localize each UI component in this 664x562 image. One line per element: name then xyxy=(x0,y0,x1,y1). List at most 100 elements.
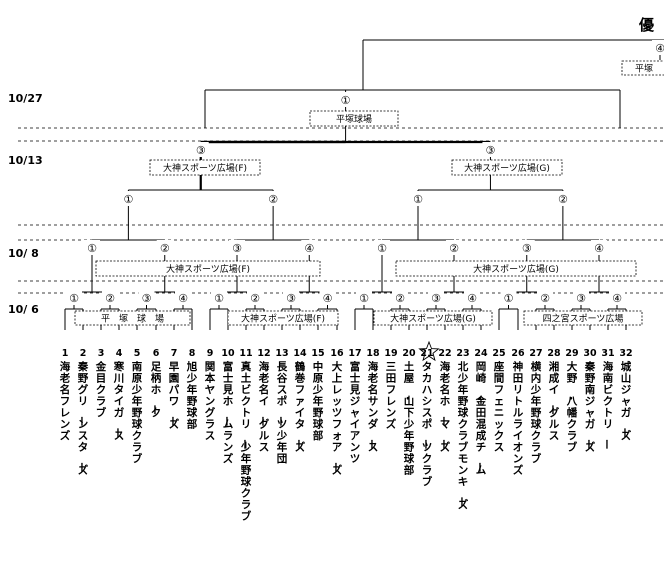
r32-game-no: ① xyxy=(359,292,369,305)
team-name: 富士見ジャイアンツ xyxy=(349,360,361,465)
team-number: 9 xyxy=(207,348,214,359)
team-number: 31 xyxy=(601,348,614,359)
team-number: 20 xyxy=(402,348,416,359)
team-number: 7 xyxy=(171,348,178,359)
team-number: 4 xyxy=(116,348,123,359)
venue-r32-d-box xyxy=(523,310,643,326)
r16-game-no: ③ xyxy=(522,242,532,255)
team-name: 富士見ホームランズ xyxy=(220,360,234,465)
team-number: 11 xyxy=(239,348,252,359)
team-name: 大野・八幡クラブ xyxy=(564,360,578,454)
team-name: 土屋・山下少年野球部 xyxy=(401,360,415,477)
r16-game-no-bg xyxy=(518,240,535,255)
team-name: 寒川タイガース xyxy=(111,360,125,442)
team-name: 南原少年野球クラブ xyxy=(131,360,143,465)
qf-game-no-bg xyxy=(410,191,426,206)
r32-game-no-bg xyxy=(573,290,589,305)
team-name: 湘成イーグルス xyxy=(546,360,560,442)
team-name: タカハシスポーツクラブ xyxy=(419,361,433,488)
qf-game-no: ② xyxy=(268,193,278,206)
team-number: 1 xyxy=(62,348,69,359)
team-number: 22 xyxy=(438,348,451,359)
team-number: 26 xyxy=(511,348,525,359)
r32-game-no-bg xyxy=(66,290,82,305)
venue-qf-right: 大神スポーツ広場(G) xyxy=(464,162,550,174)
r16-game-no: ① xyxy=(87,242,97,255)
team-name: 大上レッツフォアーズ xyxy=(329,360,343,477)
team-number: 17 xyxy=(348,348,361,359)
r32-game-no-bg xyxy=(464,290,480,305)
team-number: 13 xyxy=(275,348,288,359)
team-name: 海老名ホーマーズ xyxy=(437,360,451,454)
team-name: 城山ジャガーズ xyxy=(618,360,632,442)
team-number: 23 xyxy=(456,348,469,359)
r32-game-no-bg xyxy=(428,290,444,305)
team-number: 24 xyxy=(474,348,488,359)
team-number: 15 xyxy=(311,348,324,359)
venue-final-box xyxy=(621,60,664,76)
r16-game-no: ② xyxy=(449,242,459,255)
champion-game-no-bg xyxy=(652,40,664,55)
venue-r16-right-box xyxy=(395,260,637,277)
r32-game-no: ④ xyxy=(467,292,477,305)
semi-game-no-left-bg xyxy=(192,142,209,157)
r16-game-no: ③ xyxy=(232,242,242,255)
r32-game-no-bg xyxy=(392,290,408,305)
r16-game-no: ① xyxy=(377,242,387,255)
r32-game-no: ④ xyxy=(323,292,333,305)
qf-game-no: ① xyxy=(123,193,133,206)
team-number: 6 xyxy=(153,348,160,359)
team-number: 29 xyxy=(565,348,578,359)
team-number: 16 xyxy=(330,348,344,359)
venue-semi: 平塚球場 xyxy=(336,113,372,125)
team-name: 早園パワーズ xyxy=(166,361,180,431)
r32-game-no: ③ xyxy=(576,292,586,305)
r32-game-no-bg xyxy=(319,290,336,305)
r32-game-no-bg xyxy=(609,290,625,305)
team-number: 10 xyxy=(221,348,235,359)
r32-game-no-bg xyxy=(211,290,227,305)
r32-game-no: ④ xyxy=(178,292,188,305)
qf-game-no-bg xyxy=(265,191,282,206)
r32-game-no-bg xyxy=(247,290,263,305)
r32-game-no: ② xyxy=(105,292,115,305)
r16-game-no-bg xyxy=(591,240,607,255)
venue-r16-left: 大神スポーツ広場(F) xyxy=(166,263,250,275)
r32-game-no: ② xyxy=(250,292,260,305)
r32-game-no-bg xyxy=(175,290,191,305)
venue-r16-right: 大神スポーツ広場(G) xyxy=(473,263,559,275)
r16-game-no: ④ xyxy=(304,242,314,255)
team-number: 28 xyxy=(547,348,561,359)
r32-game-no: ① xyxy=(214,292,224,305)
r16-game-no-bg xyxy=(156,240,173,255)
team-name: 座間フェニックス xyxy=(493,360,505,454)
venue-qf-right-box xyxy=(451,159,563,176)
r32-game-no: ③ xyxy=(431,292,441,305)
team-name: 海老名サンダース xyxy=(365,360,379,454)
r32-game-no-bg xyxy=(283,290,299,305)
r32-game-no-bg xyxy=(537,290,553,305)
team-name: 横内少年野球クラブ xyxy=(530,360,542,465)
venue-r16-left-box xyxy=(95,260,321,277)
team-name: 海老名イーグルス xyxy=(256,360,270,454)
venue-r32-b: 大神スポーツ広場(F) xyxy=(241,313,325,325)
qf-game-no: ② xyxy=(558,193,568,206)
qf-game-no: ① xyxy=(413,193,423,206)
team-name: 海老名フレンズ xyxy=(59,360,71,442)
r32-game-no-bg xyxy=(356,290,372,305)
date-round-r16: 10/ 8 xyxy=(8,247,39,260)
champion-game-no: ④ xyxy=(655,42,664,55)
team-number: 30 xyxy=(583,348,597,359)
r32-game-no: ② xyxy=(540,292,550,305)
venue-r32-c-box xyxy=(373,310,493,326)
qf-game-no-bg xyxy=(554,191,571,206)
r32-game-no: ② xyxy=(395,292,405,305)
team-number: 14 xyxy=(293,348,307,359)
team-name: 中原少年野球部 xyxy=(312,360,324,442)
team-number: 12 xyxy=(257,348,270,359)
venue-qf-left: 大神スポーツ広場(F) xyxy=(163,162,247,174)
team-number: 3 xyxy=(98,348,105,359)
venue-r32-a-box xyxy=(74,310,191,326)
date-round-r32: 10/ 6 xyxy=(8,303,39,316)
